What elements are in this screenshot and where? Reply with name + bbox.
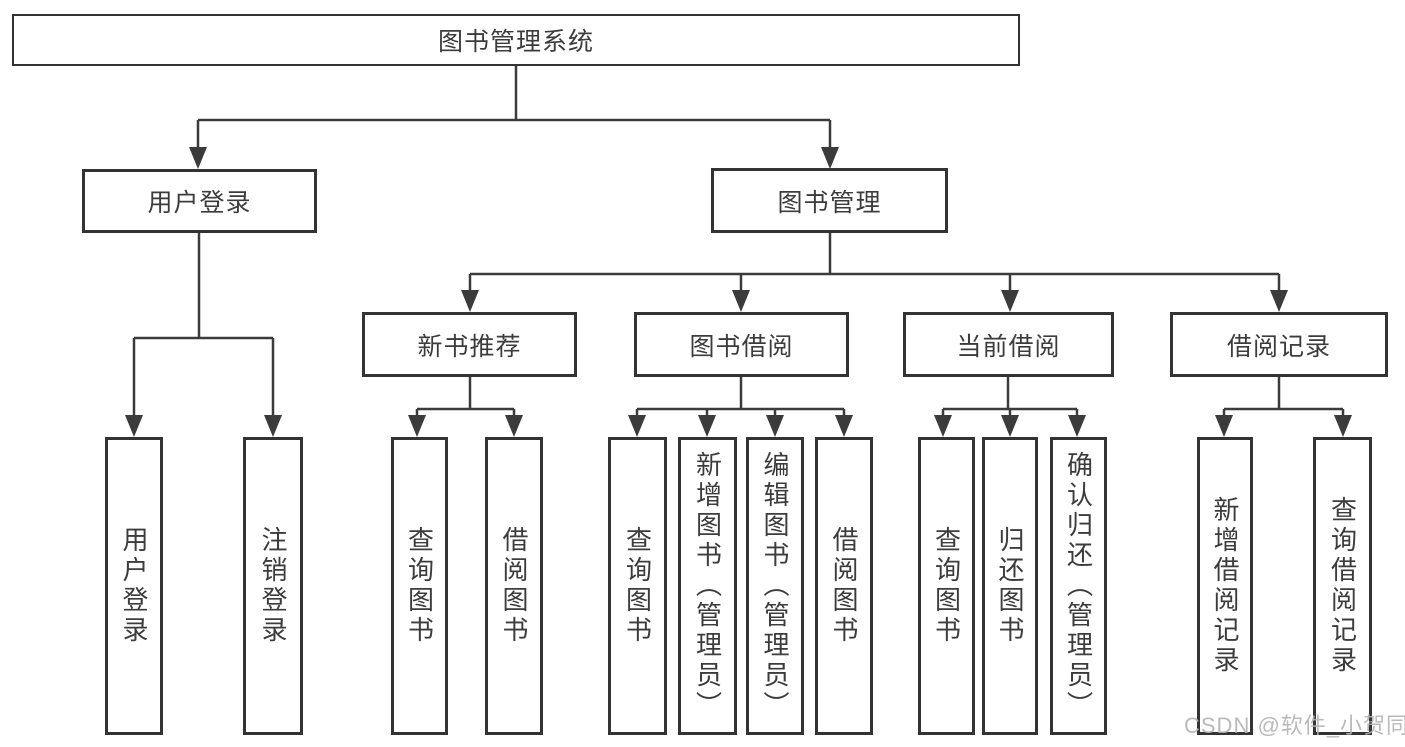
arrow-head	[835, 415, 853, 437]
connector-new-book-recommend	[415, 377, 516, 433]
node-root-label: 图书管理系统	[437, 28, 594, 56]
connector-root	[196, 66, 832, 166]
arrow-head	[1001, 290, 1019, 312]
leaf-nbr-borrow-books-label: 借阅图书	[499, 526, 529, 646]
node-borrow-records-label: 借阅记录	[1226, 332, 1331, 361]
leaf-bb-edit-book-admin: 编辑图书（管理员）	[746, 437, 804, 735]
arrow-head	[189, 147, 207, 169]
arrow-head	[628, 415, 646, 437]
leaf-br-add-borrow-record: 新增借阅记录	[1197, 437, 1253, 735]
node-current-borrowing: 当前借阅	[903, 312, 1114, 377]
leaf-br-query-borrow-record-label: 查询借阅记录	[1327, 496, 1358, 676]
connector-borrow-records	[1222, 377, 1345, 433]
arrow-head	[125, 415, 143, 437]
arrow-head	[461, 290, 479, 312]
leaf-nbr-query-books: 查询图书	[391, 437, 448, 735]
arrow-head	[821, 147, 839, 169]
arrow-head	[766, 415, 784, 437]
connector-book-management	[468, 233, 1281, 308]
leaf-bb-edit-book-admin-label: 编辑图书（管理员）	[760, 451, 790, 721]
leaf-nbr-query-books-label: 查询图书	[404, 526, 435, 646]
node-root: 图书管理系统	[12, 14, 1020, 66]
arrow-head	[505, 415, 523, 437]
leaf-user-login: 用户登录	[105, 437, 163, 735]
arrow-head	[934, 415, 952, 437]
node-borrow-records: 借阅记录	[1170, 312, 1388, 377]
node-user-login-label: 用户登录	[147, 189, 252, 217]
leaf-bb-add-book-admin-label: 新增图书（管理员）	[692, 451, 723, 721]
arrow-head	[1270, 290, 1288, 312]
node-new-book-recommend: 新书推荐	[362, 312, 577, 377]
node-user-login: 用户登录	[82, 169, 317, 233]
leaf-logout-label: 注销登录	[258, 526, 288, 646]
node-book-borrowing-label: 图书借阅	[689, 332, 794, 361]
arrow-head	[1001, 415, 1019, 437]
node-new-book-recommend-label: 新书推荐	[417, 332, 522, 361]
leaf-bb-borrow-books: 借阅图书	[815, 437, 873, 735]
watermark: CSDN @软件_小贺同学	[1184, 713, 1405, 738]
leaf-bb-query-books: 查询图书	[608, 437, 667, 735]
connector-user-login	[132, 233, 275, 433]
leaf-cb-query-books-label: 查询图书	[931, 526, 962, 646]
leaf-cb-return-books-label: 归还图书	[995, 526, 1025, 646]
leaf-bb-borrow-books-label: 借阅图书	[829, 526, 859, 646]
leaf-cb-return-books: 归还图书	[982, 437, 1038, 735]
leaf-cb-confirm-return-admin: 确认归还（管理员）	[1050, 437, 1107, 735]
arrow-head	[1215, 415, 1233, 437]
node-book-management: 图书管理	[711, 168, 948, 233]
arrow-head	[1068, 415, 1086, 437]
leaf-br-add-borrow-record-label: 新增借阅记录	[1210, 496, 1240, 676]
leaf-bb-add-book-admin: 新增图书（管理员）	[678, 437, 737, 735]
leaf-br-query-borrow-record: 查询借阅记录	[1313, 437, 1372, 735]
node-current-borrowing-label: 当前借阅	[956, 332, 1061, 361]
arrow-head	[264, 415, 282, 437]
arrow-head	[698, 415, 716, 437]
arrow-head	[408, 415, 426, 437]
node-book-management-label: 图书管理	[777, 188, 882, 217]
leaf-cb-confirm-return-admin-label: 确认归还（管理员）	[1063, 451, 1094, 721]
node-book-borrowing: 图书借阅	[634, 312, 849, 377]
leaf-bb-query-books-label: 查询图书	[622, 526, 653, 646]
arrow-head	[732, 290, 750, 312]
connector-book-borrowing	[635, 377, 846, 433]
arrow-head	[1334, 415, 1352, 437]
leaf-nbr-borrow-books: 借阅图书	[485, 437, 543, 735]
leaf-logout: 注销登录	[243, 437, 303, 735]
leaf-cb-query-books: 查询图书	[918, 437, 975, 735]
leaf-user-login-label: 用户登录	[119, 526, 149, 646]
